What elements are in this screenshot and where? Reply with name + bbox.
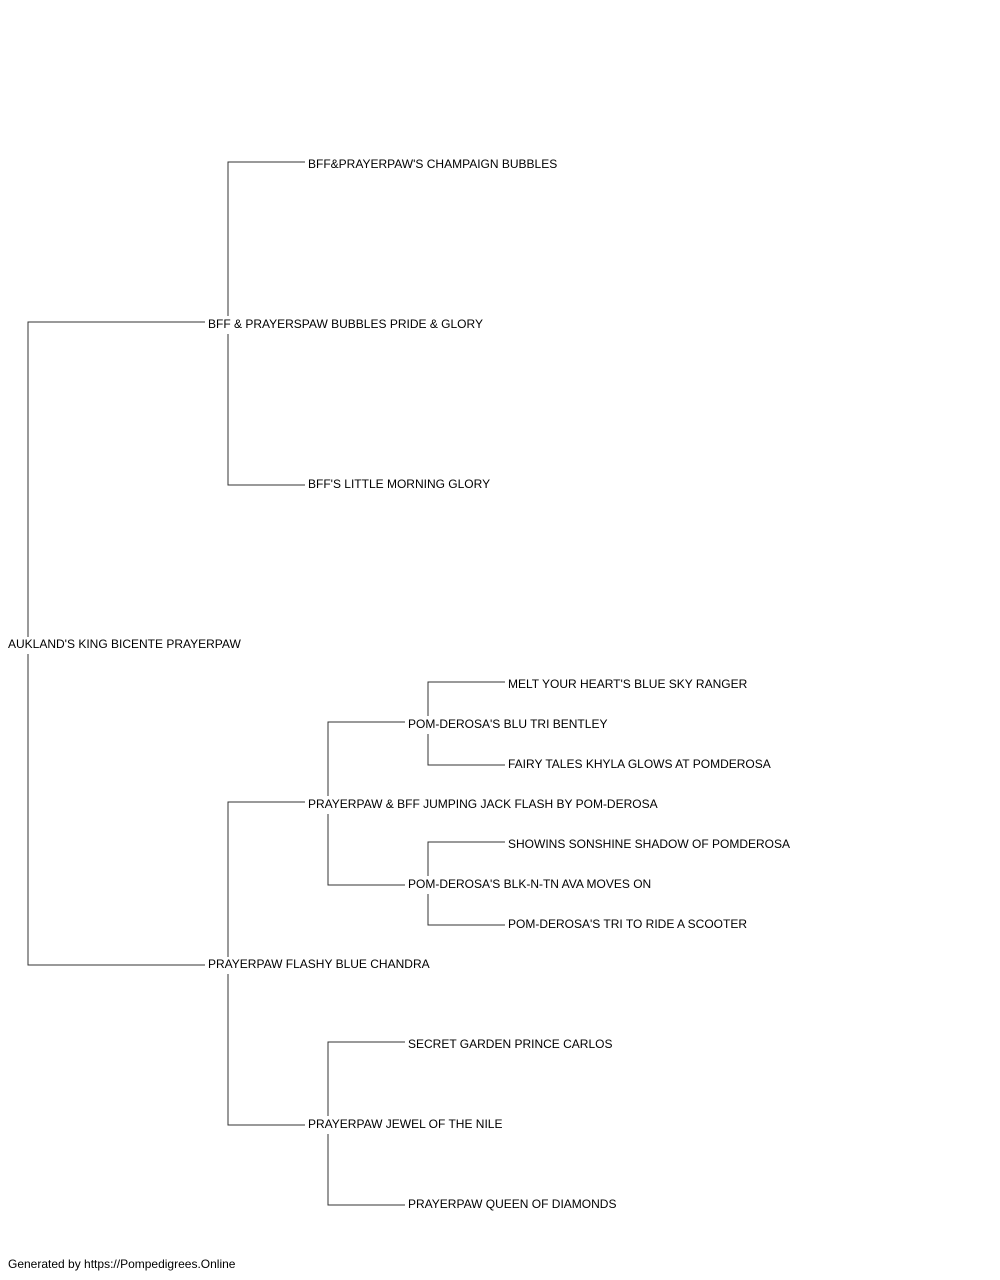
great-grandsire-name: SECRET GARDEN PRINCE CARLOS bbox=[408, 1037, 615, 1051]
great-great-grandsire-name: SHOWINS SONSHINE SHADOW OF POMDEROSA bbox=[508, 837, 793, 851]
maternal-grandsire-name: PRAYERPAW & BFF JUMPING JACK FLASH BY PO… bbox=[308, 797, 660, 811]
connector-dd-dam bbox=[327, 1134, 405, 1206]
connector-dss-dam bbox=[427, 734, 505, 766]
connector-dam-sire bbox=[227, 801, 305, 957]
maternal-granddam-name: PRAYERPAW JEWEL OF THE NILE bbox=[308, 1117, 505, 1131]
connector-dsd-dam bbox=[427, 894, 505, 926]
connector-sire-sire bbox=[227, 161, 305, 316]
great-grandsire-name: POM-DEROSA'S BLU TRI BENTLEY bbox=[408, 717, 610, 731]
connector-ds-sire bbox=[327, 721, 405, 796]
great-great-granddam-name: POM-DEROSA'S TRI TO RIDE A SCOOTER bbox=[508, 917, 750, 931]
great-granddam-name: POM-DEROSA'S BLK-N-TN AVA MOVES ON bbox=[408, 877, 654, 891]
connector-subject-sire bbox=[27, 321, 205, 637]
dam-name: PRAYERPAW FLASHY BLUE CHANDRA bbox=[208, 957, 432, 971]
great-granddam-name: PRAYERPAW QUEEN OF DIAMONDS bbox=[408, 1197, 619, 1211]
paternal-grandsire-name: BFF&PRAYERPAW'S CHAMPAIGN BUBBLES bbox=[308, 157, 560, 171]
great-great-grandsire-name: MELT YOUR HEART'S BLUE SKY RANGER bbox=[508, 677, 750, 691]
connector-sire-dam bbox=[227, 334, 305, 486]
connector-dsd-sire bbox=[427, 841, 505, 876]
connector-dss-sire bbox=[427, 681, 505, 716]
paternal-granddam-name: BFF'S LITTLE MORNING GLORY bbox=[308, 477, 493, 491]
great-great-granddam-name: FAIRY TALES KHYLA GLOWS AT POMDEROSA bbox=[508, 757, 773, 771]
connector-subject-dam bbox=[27, 654, 205, 966]
subject-name: AUKLAND'S KING BICENTE PRAYERPAW bbox=[8, 637, 243, 651]
sire-name: BFF & PRAYERSPAW BUBBLES PRIDE & GLORY bbox=[208, 317, 485, 331]
connector-ds-dam bbox=[327, 814, 405, 886]
connector-dam-dam bbox=[227, 974, 305, 1126]
generated-by-footer: Generated by https://Pompedigrees.Online bbox=[8, 1257, 236, 1271]
connector-dd-sire bbox=[327, 1041, 405, 1116]
